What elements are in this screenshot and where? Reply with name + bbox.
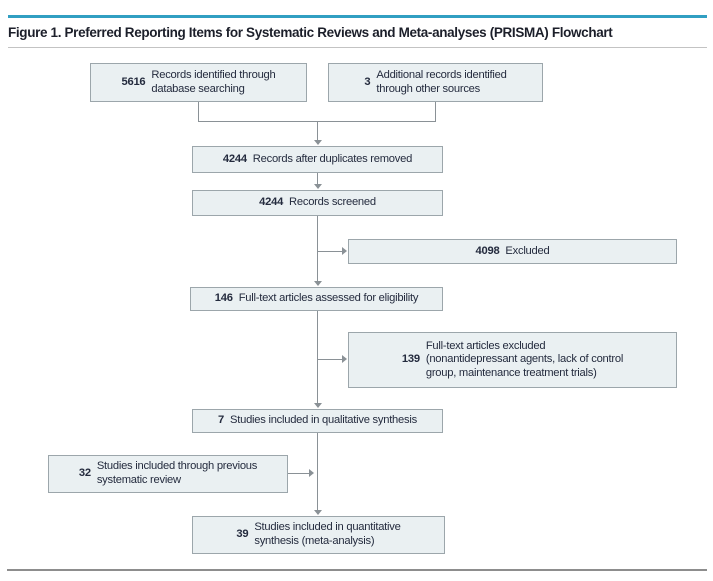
box-count: 7 (218, 414, 225, 427)
box-label: Excluded (505, 244, 550, 257)
arrow-right-icon (342, 355, 347, 363)
connector-line (317, 359, 342, 360)
box-count: 139 (401, 353, 420, 366)
box-count: 39 (236, 528, 249, 541)
box-count: 4244 (222, 152, 247, 165)
arrow-down-icon (314, 510, 322, 515)
box-label: Records after duplicates removed (252, 152, 413, 165)
connector-line (317, 173, 318, 184)
accent-rule (8, 15, 707, 18)
box-excluded: 4098 Excluded (348, 239, 677, 264)
connector-line (198, 102, 199, 122)
connector-line (317, 311, 318, 403)
box-label: Full-text articles assessed for eligibil… (238, 292, 419, 305)
arrow-down-icon (314, 281, 322, 286)
figure-title: Figure 1. Preferred Reporting Items for … (8, 25, 613, 40)
arrow-down-icon (314, 140, 322, 145)
box-records-screened: 4244 Records screened (192, 190, 443, 216)
box-qualitative-synthesis: 7 Studies included in qualitative synthe… (192, 409, 443, 433)
box-after-duplicates: 4244 Records after duplicates removed (192, 146, 443, 173)
box-additional-records: 3 Additional records identified through … (328, 63, 543, 102)
box-fulltext-excluded: 139 Full-text articles excluded (nonanti… (348, 332, 677, 388)
box-label: Records identified through database sear… (151, 68, 276, 95)
box-count: 3 (364, 75, 371, 88)
box-previous-review: 32 Studies included through previous sys… (48, 455, 288, 493)
box-count: 146 (214, 292, 233, 305)
title-divider (8, 47, 707, 48)
arrow-down-icon (314, 403, 322, 408)
connector-line (317, 251, 342, 252)
connector-line (288, 473, 309, 474)
connector-line (317, 433, 318, 510)
box-count: 32 (78, 467, 91, 480)
box-quantitative-synthesis: 39 Studies included in quantitative synt… (192, 516, 445, 554)
box-label: Additional records identified through ot… (376, 68, 507, 95)
connector-line (317, 121, 318, 140)
bottom-rule (7, 569, 707, 571)
box-count: 4098 (475, 244, 500, 257)
box-records-identified: 5616 Records identified through database… (90, 63, 307, 102)
box-fulltext-assessed: 146 Full-text articles assessed for elig… (190, 287, 443, 311)
connector-line (435, 102, 436, 122)
arrow-right-icon (342, 247, 347, 255)
arrow-down-icon (314, 184, 322, 189)
box-label: Full-text articles excluded (nonantidepr… (425, 339, 624, 379)
box-count: 4244 (259, 196, 284, 209)
arrow-right-icon (309, 469, 314, 477)
box-label: Studies included in quantitative synthes… (254, 521, 401, 547)
box-label: Records screened (289, 196, 376, 209)
box-label: Studies included in qualitative synthesi… (230, 414, 417, 427)
box-label: Studies included through previous system… (96, 460, 258, 486)
box-count: 5616 (121, 75, 146, 88)
connector-line (317, 216, 318, 281)
